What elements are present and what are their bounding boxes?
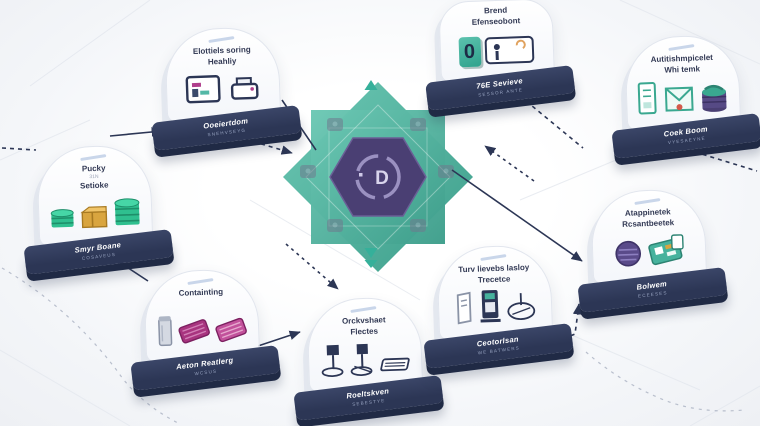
connector-dashed-left-edge bbox=[1, 147, 37, 151]
hub-logo-letter: D bbox=[375, 168, 389, 189]
card-accent-dash bbox=[480, 254, 507, 262]
card-stack-icon bbox=[647, 234, 684, 266]
hub-ring-icon bbox=[355, 154, 401, 200]
canister-icon bbox=[158, 316, 173, 347]
signpost-icon bbox=[350, 344, 373, 377]
zero-tile-icon: 0 bbox=[458, 36, 482, 68]
kiosk-icon bbox=[480, 290, 501, 323]
connector-hub-to-bottommid bbox=[285, 243, 339, 290]
coin-stack-large-icon bbox=[114, 198, 140, 226]
card-accent-dash bbox=[208, 36, 235, 44]
monitor-icon bbox=[185, 75, 221, 104]
panel-icon bbox=[178, 319, 210, 344]
hub-hexagon bbox=[329, 137, 427, 217]
hub-star-diamond bbox=[283, 82, 473, 272]
id-card-icon bbox=[484, 36, 534, 65]
round-table-icon bbox=[507, 293, 536, 321]
receipt-icon bbox=[637, 82, 657, 115]
gold-box-icon bbox=[80, 206, 108, 229]
connector-dashed-brand-hub bbox=[484, 145, 535, 182]
door-icon bbox=[456, 292, 472, 325]
card-containing: Containting bbox=[130, 268, 281, 391]
tile-label: 0 bbox=[463, 40, 476, 64]
card-accent-dash bbox=[634, 198, 661, 206]
panel-icon bbox=[215, 317, 247, 343]
coin-stack-purple-icon bbox=[701, 85, 727, 113]
card-title: Containting bbox=[178, 287, 224, 298]
printer-icon bbox=[230, 77, 259, 101]
blob-outline-dashed-right bbox=[585, 351, 745, 412]
card-accent-dash bbox=[350, 306, 377, 314]
keyboard-icon bbox=[380, 357, 410, 372]
hub-node-icons bbox=[300, 118, 454, 232]
card-accent-dash bbox=[668, 44, 695, 52]
envelope-icon bbox=[664, 87, 694, 112]
hub-star-square bbox=[311, 110, 445, 244]
coin-stack-small-icon bbox=[50, 209, 74, 228]
badge-icon bbox=[614, 241, 641, 267]
card-accent-dash bbox=[80, 154, 107, 162]
connector-dashed-brand-right bbox=[519, 95, 584, 149]
hub-flow-arrows bbox=[364, 80, 378, 268]
connector-dashed-topright-edge bbox=[694, 151, 758, 172]
card-accent-dash bbox=[187, 278, 214, 286]
signpost-icon bbox=[321, 345, 344, 378]
